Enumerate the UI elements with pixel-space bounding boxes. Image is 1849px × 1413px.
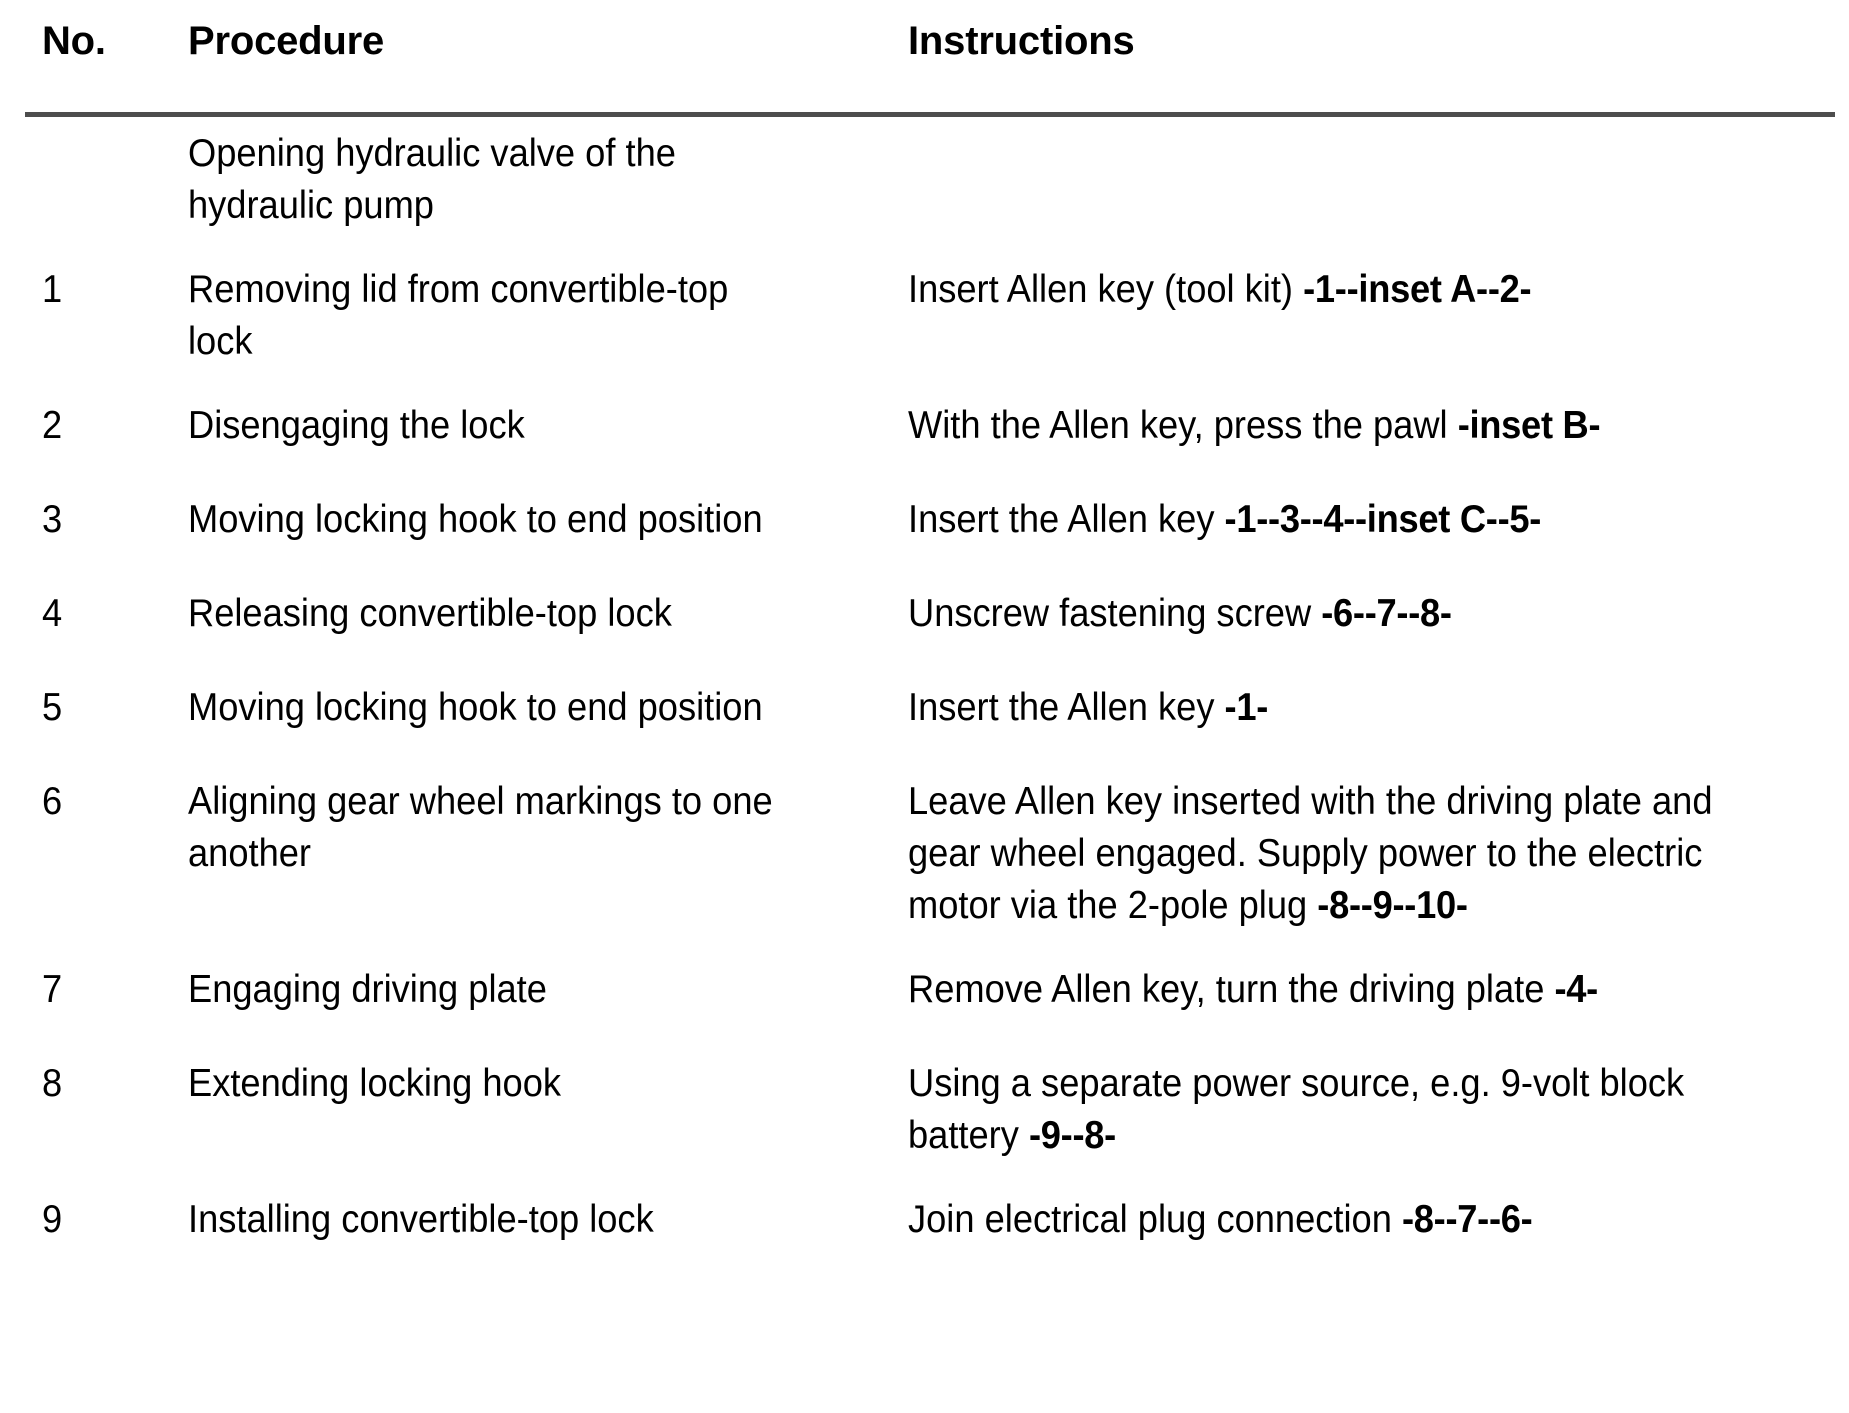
row-instruction: Using a separate power source, e.g. 9-vo… [908, 1058, 1726, 1162]
table-row: 4 Releasing convertible-top lock Unscrew f… [0, 588, 1849, 650]
row-instruction: With the Allen key, press the pawl -inse… [908, 400, 1726, 452]
instruction-reference: -9--8- [1028, 1114, 1116, 1157]
row-instruction: Unscrew fastening screw -6--7--8- [908, 588, 1726, 640]
table-header-row: No. Procedure Instructions [0, 18, 1849, 80]
row-procedure: Releasing convertible-top lock [188, 592, 672, 635]
table-row: 2 Disengaging the lock With the Allen key,… [0, 400, 1849, 462]
row-procedure: Removing lid from convertible-top lock [188, 268, 729, 363]
instruction-text: Unscrew fastening screw [908, 592, 1322, 635]
instruction-reference: -6--7--8- [1321, 592, 1452, 635]
table-row: 3 Moving locking hook to end position Inse… [0, 494, 1849, 556]
row-procedure: Aligning gear wheel markings to one anot… [188, 780, 773, 875]
column-header-instructions: Instructions [908, 19, 1135, 63]
row-instruction: Remove Allen key, turn the driving plate… [908, 964, 1726, 1016]
row-procedure: Moving locking hook to end position [188, 498, 763, 541]
column-header-procedure: Procedure [188, 19, 385, 63]
table-row: 5 Moving locking hook to end position Inse… [0, 682, 1849, 744]
instruction-reference: -8--7--6- [1401, 1198, 1533, 1241]
instruction-reference: -1- [1224, 686, 1269, 729]
instruction-reference: -8--9--10- [1317, 884, 1468, 927]
instruction-text: With the Allen key, press the pawl [908, 404, 1458, 447]
row-procedure: Opening hydraulic valve of the hydraulic… [188, 132, 676, 227]
row-instruction: Insert the Allen key -1- [908, 682, 1726, 734]
instruction-text: Using a separate power source, e.g. 9-vo… [908, 1062, 1685, 1157]
table-row: 6 Aligning gear wheel markings to one ano… [0, 776, 1849, 932]
instruction-text: Insert Allen key (tool kit) [908, 268, 1304, 311]
instruction-reference: -1--3--4--inset C--5- [1224, 498, 1542, 541]
row-procedure: Engaging driving plate [188, 968, 547, 1011]
row-number: 6 [42, 780, 63, 823]
row-procedure: Extending locking hook [188, 1062, 562, 1105]
instruction-text: Remove Allen key, turn the driving plate [908, 968, 1555, 1011]
instruction-text: Join electrical plug connection [908, 1198, 1402, 1241]
instruction-text: Insert the Allen key [908, 686, 1225, 729]
instruction-text: Insert the Allen key [908, 498, 1225, 541]
row-number: 1 [42, 268, 63, 311]
instruction-reference: -1--inset A--2- [1303, 268, 1532, 311]
table-row: 1 Removing lid from convertible-top lock I… [0, 264, 1849, 368]
row-number: 5 [42, 686, 63, 729]
table-row: Opening hydraulic valve of the hydraulic… [0, 128, 1849, 232]
table-row: 8 Extending locking hook Using a separate … [0, 1058, 1849, 1162]
instruction-reference: -inset B- [1457, 404, 1601, 447]
table-row: 9 Installing convertible-top lock Join ele… [0, 1194, 1849, 1256]
instruction-reference: -4- [1554, 968, 1598, 1011]
table-body: Opening hydraulic valve of the hydraulic… [0, 128, 1849, 1288]
header-divider-rule [25, 112, 1835, 117]
instruction-text: Leave Allen key inserted with the drivin… [908, 780, 1713, 927]
row-procedure: Disengaging the lock [188, 404, 525, 447]
row-number: 3 [42, 498, 63, 541]
row-instruction: Insert the Allen key -1--3--4--inset C--… [908, 494, 1726, 546]
table-row: 7 Engaging driving plate Remove Allen key,… [0, 964, 1849, 1026]
row-instruction: Insert Allen key (tool kit) -1--inset A-… [908, 264, 1726, 316]
row-number: 4 [42, 592, 63, 635]
row-number: 9 [42, 1198, 63, 1241]
row-procedure: Installing convertible-top lock [188, 1198, 654, 1241]
row-number: 7 [42, 968, 63, 1011]
row-instruction: Leave Allen key inserted with the drivin… [908, 776, 1726, 932]
row-instruction: Join electrical plug connection -8--7--6… [908, 1194, 1726, 1246]
row-procedure: Moving locking hook to end position [188, 686, 763, 729]
row-number: 2 [42, 404, 63, 447]
column-header-no: No. [42, 19, 106, 63]
row-number: 8 [42, 1062, 63, 1105]
